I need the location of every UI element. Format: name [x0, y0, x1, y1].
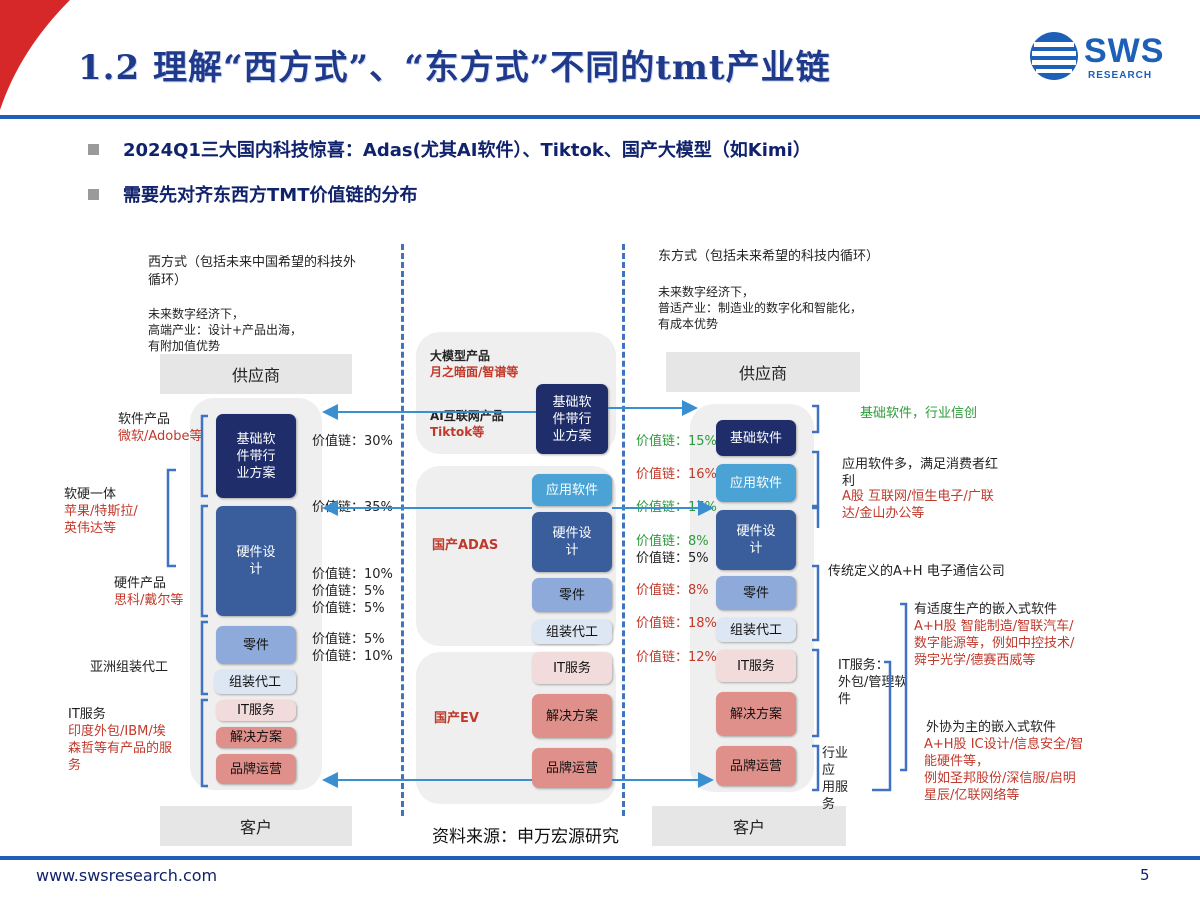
page-title: 1.2 理解“西方式”、“东方式”不同的tmt产业链 [78, 48, 831, 88]
bullet-2: 需要先对齐东西方TMT价值链的分布 [88, 181, 417, 207]
east-traditional-label: 传统定义的A+H 电子通信公司 [828, 564, 1005, 579]
west-customer: 客户 [160, 806, 352, 846]
east-embedded-title: 有适度生产的嵌入式软件 [914, 602, 1058, 617]
middle-it-block: IT服务 [532, 652, 612, 684]
west-hardware-title: 硬件产品 [114, 576, 167, 591]
west-it-examples: 印度外包/IBM/埃森哲等有产品的服务 [68, 724, 173, 773]
west-asia-assembly: 亚洲组装代工 [90, 660, 169, 675]
east-value-chain-basic: 价值链：15% [636, 434, 717, 449]
west-brand-block: 品牌运营 [216, 754, 296, 784]
bullet-2-text: 需要先对齐东西方TMT价值链的分布 [123, 185, 418, 206]
east-app-block: 应用软件 [716, 464, 796, 502]
west-software-examples: 微软/Adobe等 [118, 429, 203, 444]
sws-logo: SWS RESEARCH [1028, 30, 1178, 86]
title-decoration [0, 0, 70, 110]
sws-globe-icon [1030, 32, 1078, 80]
east-description: 未来数字经济下，普适产业：制造业的数字化和智能化，有成本优势 [658, 285, 863, 331]
middle-llm-examples: 月之暗面/智谱等 [430, 365, 519, 379]
east-brand-block: 品牌运营 [716, 746, 796, 786]
logo-text: SWS [1084, 32, 1165, 70]
east-value-chain-it: 价值链：12% [636, 650, 717, 665]
east-value-chain-app: 价值链：16% [636, 467, 717, 482]
middle-ai-block: 基础软件带行业方案 [536, 384, 608, 454]
footer-url[interactable]: www.swsresearch.com [36, 866, 218, 885]
east-value-chain-assembly: 价值链：18% [636, 616, 717, 631]
west-assembly-block: 组装代工 [214, 670, 296, 694]
divider-right [622, 244, 625, 816]
east-hardware-block: 硬件设计 [716, 510, 796, 570]
east-outsource-title: 外协为主的嵌入式软件 [926, 720, 1057, 735]
bullet-1-text: 2024Q1三大国内科技惊喜：Adas(尤其AI软件）、Tiktok、国产大模型… [123, 140, 811, 161]
middle-adas-label: 国产ADAS [432, 538, 499, 553]
west-softhard-title: 软硬一体 [64, 487, 117, 502]
bullet-1: 2024Q1三大国内科技惊喜：Adas(尤其AI软件）、Tiktok、国产大模型… [88, 136, 811, 162]
east-outsource-examples: A+H股 IC设计/信息安全/智能硬件等，例如圣邦股份/深信服/启明星辰/亿联网… [924, 737, 1084, 803]
east-app-title: 应用软件多，满足消费者红利 [842, 457, 999, 489]
east-solution-block: 解决方案 [716, 692, 796, 736]
logo-subtext: RESEARCH [1088, 70, 1153, 81]
title-rule [0, 115, 1200, 119]
page-number: 5 [1140, 866, 1150, 884]
footer-rule [0, 856, 1200, 860]
west-softhard-examples: 苹果/特斯拉/英伟达等 [64, 504, 138, 536]
west-supplier: 供应商 [160, 354, 352, 394]
middle-parts-block: 零件 [532, 578, 612, 612]
west-hardware-block: 硬件设计 [216, 506, 296, 616]
east-supplier: 供应商 [666, 352, 860, 392]
west-software-title: 软件产品 [118, 412, 171, 427]
east-basic-block: 基础软件 [716, 420, 796, 456]
east-value-chain-hardware: 价值链：8%价值链：5% [636, 534, 709, 566]
middle-brand-block: 品牌运营 [532, 748, 612, 788]
middle-llm-title: 大模型产品 [430, 349, 491, 363]
source-note: 资料来源：申万宏源研究 [432, 827, 619, 847]
west-software-block: 基础软件带行业方案 [216, 414, 296, 498]
west-parts-block: 零件 [216, 626, 296, 664]
east-basic-label: 基础软件，行业信创 [860, 406, 978, 421]
east-value-chain-parts: 价值链：8% [636, 583, 709, 598]
middle-ai-examples: Tiktok等 [430, 425, 485, 439]
east-industry-label: 行业应用服务 [822, 746, 849, 812]
west-it-block: IT服务 [216, 700, 296, 721]
middle-app-block: 应用软件 [532, 474, 612, 506]
east-heading: 东方式（包括未来希望的科技内循环） [658, 249, 880, 264]
east-parts-block: 零件 [716, 576, 796, 610]
east-assembly-block: 组装代工 [716, 618, 796, 642]
west-value-chain-hardware: 价值链：10%价值链：5%价值链：5% [312, 567, 393, 616]
divider-left [401, 244, 404, 816]
east-app-examples: A股 互联网/恒生电子/广联达/金山办公等 [842, 489, 994, 521]
west-value-chain-parts: 价值链：5%价值链：10% [312, 632, 393, 664]
west-heading: 西方式（包括未来中国希望的科技外循环） [148, 255, 357, 288]
middle-ev-label: 国产EV [434, 711, 479, 726]
middle-solution-block: 解决方案 [532, 694, 612, 738]
west-it-title: IT服务 [68, 707, 106, 722]
west-hardware-examples: 思科/戴尔等 [114, 593, 184, 608]
west-description: 未来数字经济下，高端产业：设计+产品出海，有附加值优势 [148, 307, 303, 353]
middle-assembly-block: 组装代工 [532, 620, 612, 644]
middle-hardware-block: 硬件设计 [532, 512, 612, 572]
west-value-chain-software: 价值链：30% [312, 434, 393, 449]
east-it-block: IT服务 [716, 650, 796, 682]
east-embedded-examples: A+H股 智能制造/智联汽车/数字能源等，例如中控技术/舜宇光学/德赛西威等 [914, 619, 1075, 668]
east-customer: 客户 [652, 806, 846, 846]
west-solution-block: 解决方案 [216, 727, 296, 748]
